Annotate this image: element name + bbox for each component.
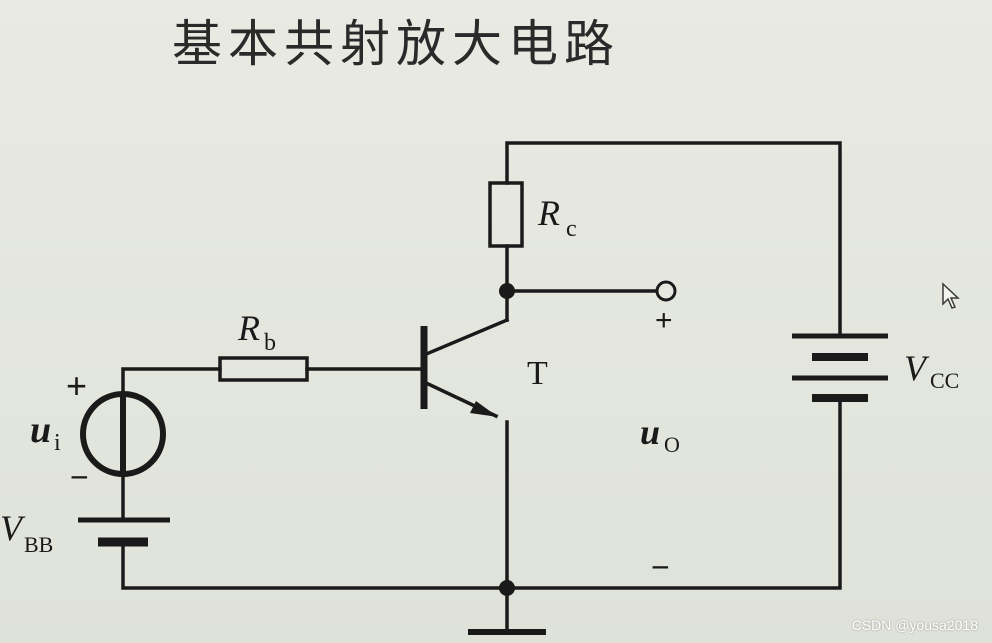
wire-input-bottom	[121, 396, 842, 590]
label-vcc: V	[904, 348, 930, 388]
input-plus-sign: +	[66, 365, 87, 406]
slide-title: 基本共射放大电路	[172, 15, 620, 73]
wire-top	[505, 141, 842, 338]
output-minus-sign: −	[651, 549, 670, 585]
label-uo: u	[640, 412, 660, 452]
input-minus-sign: −	[70, 459, 89, 495]
label-rb: R	[237, 308, 260, 348]
label-transistor: T	[527, 355, 548, 392]
label-vcc-sub: CC	[930, 368, 959, 393]
label-ui: u	[30, 409, 51, 451]
output-plus-sign: +	[655, 304, 673, 337]
label-vbb: V	[0, 508, 26, 548]
output-terminal	[655, 280, 677, 302]
resistor-rc	[488, 181, 524, 248]
label-rc-sub: c	[566, 216, 577, 242]
mouse-cursor-icon	[942, 282, 960, 309]
label-vbb-sub: BB	[24, 532, 53, 557]
watermark: CSDN @yousa2018	[851, 617, 978, 633]
resistor-rb	[218, 356, 309, 382]
emitter-arrow	[470, 401, 498, 417]
label-rc: R	[537, 193, 560, 233]
label-ui-sub: i	[54, 430, 61, 456]
transistor-collector	[421, 317, 510, 358]
label-uo-sub: O	[664, 432, 680, 457]
wire-input-top	[121, 367, 222, 411]
label-rb-sub: b	[264, 330, 276, 356]
